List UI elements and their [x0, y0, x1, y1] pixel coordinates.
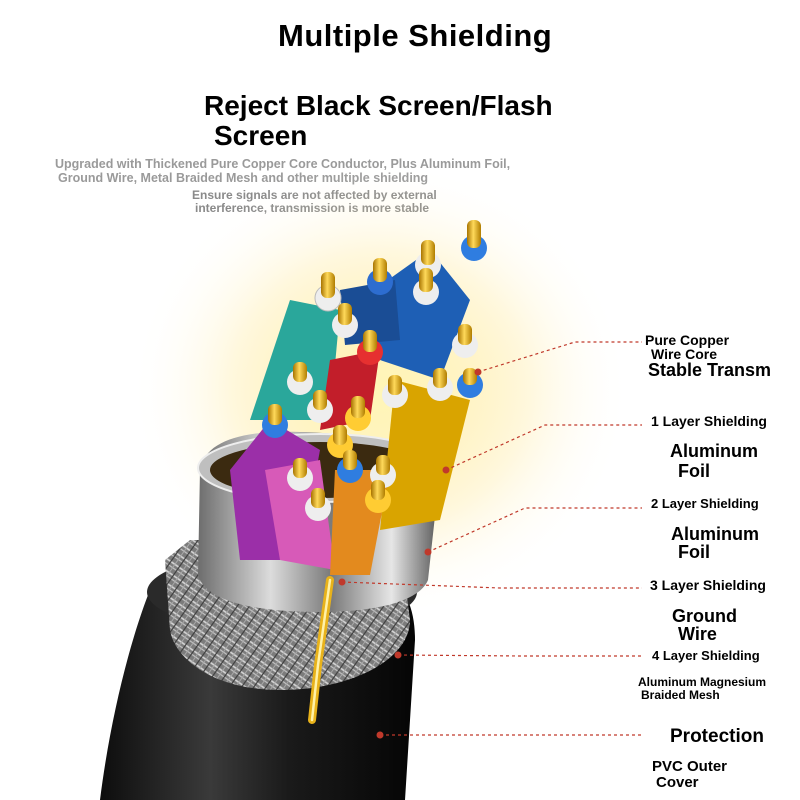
layer-4-title: 4 Layer Shielding	[652, 648, 760, 663]
subtitle-line-2: Screen	[214, 120, 308, 151]
layer-2-desc-2: Foil	[678, 542, 710, 562]
layer-3-desc-2: Wire	[678, 624, 717, 644]
layer-core-title-2: Wire Core	[651, 346, 718, 362]
page-title: Multiple Shielding	[278, 18, 553, 53]
layer-2-desc-1: Aluminum	[671, 524, 759, 544]
protection-title: Protection	[670, 726, 764, 747]
layer-1-title: 1 Layer Shielding	[651, 413, 767, 429]
layer-core-desc: Stable Transm	[648, 360, 772, 380]
layer-1-desc-1: Aluminum	[670, 441, 758, 461]
layer-4-desc-1: Aluminum Magnesium	[638, 675, 767, 689]
layer-3-title: 3 Layer Shielding	[650, 577, 766, 593]
protection-desc-1: PVC Outer	[652, 758, 728, 775]
layer-3-desc-1: Ground	[672, 606, 737, 626]
layer-4-desc-2: Braided Mesh	[641, 688, 720, 702]
subtitle-line-1: Reject Black Screen/Flash	[204, 90, 553, 121]
protection-desc-2: Cover	[656, 774, 699, 791]
layer-2-title: 2 Layer Shielding	[651, 496, 759, 511]
layer-core-title-1: Pure Copper	[645, 332, 730, 348]
layer-1-desc-2: Foil	[678, 461, 710, 481]
